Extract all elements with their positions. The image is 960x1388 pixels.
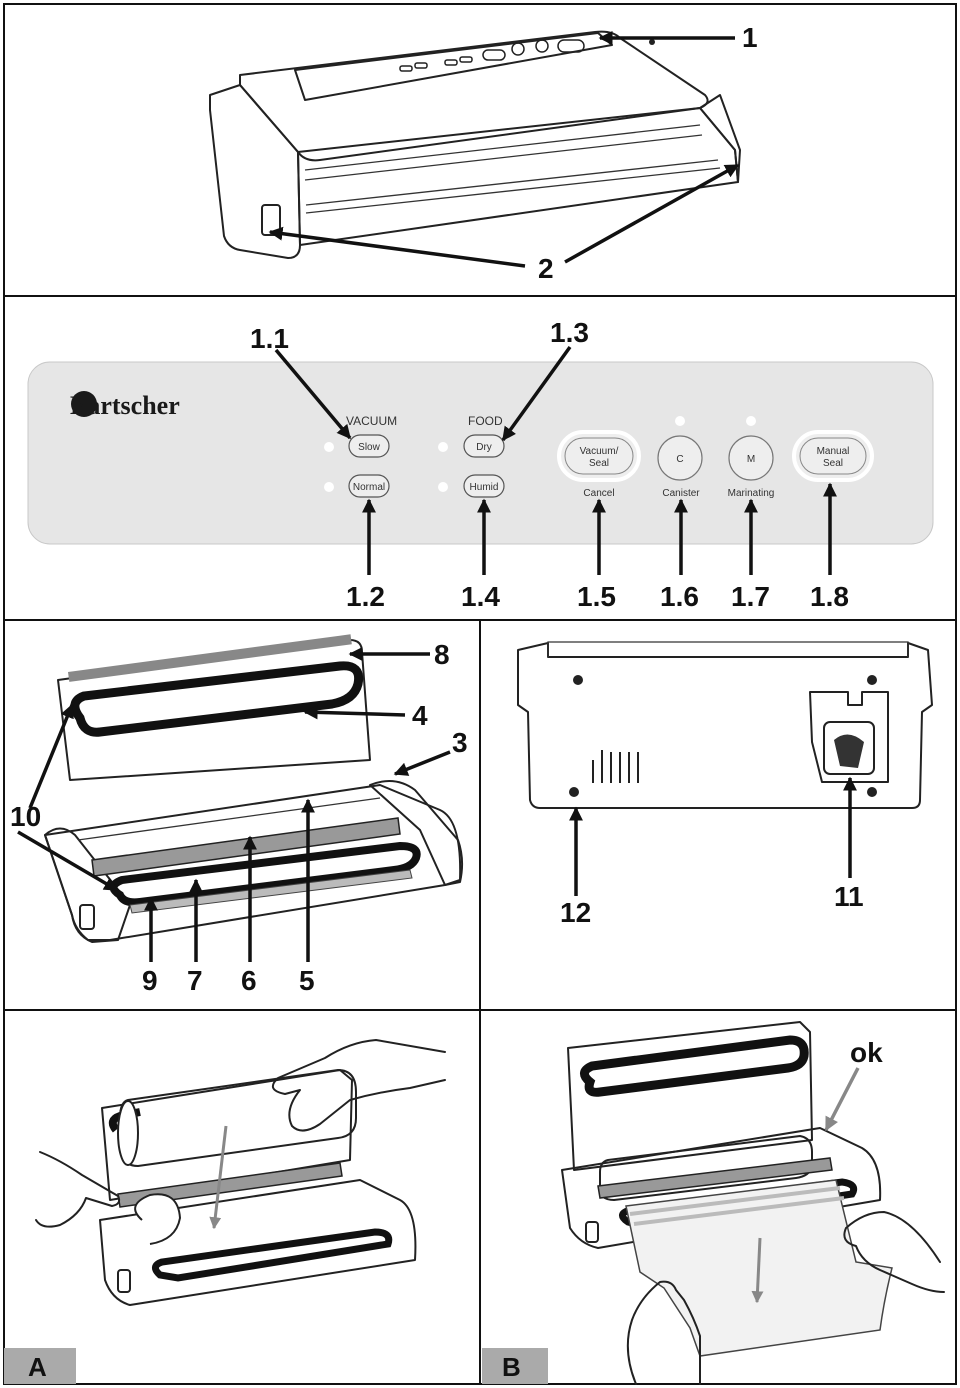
callout-1-6: 1.6 <box>660 581 699 612</box>
step-a-diagram: A <box>4 1039 446 1384</box>
callout-5: 5 <box>299 965 315 996</box>
callout-7: 7 <box>187 965 203 996</box>
step-a-badge <box>4 1348 76 1384</box>
manual-seal-label-2: Seal <box>823 458 843 469</box>
callout-4: 4 <box>412 700 428 731</box>
humid-button[interactable] <box>463 474 505 498</box>
control-panel: Bartscher VACUUM Slow Normal FOOD Dry Hu… <box>27 317 934 612</box>
rear-view-diagram: 12 11 <box>517 641 933 928</box>
callout-1-1: 1.1 <box>250 323 289 354</box>
callout-3: 3 <box>452 727 468 758</box>
callout-2: 2 <box>538 253 554 284</box>
manual-seal-button[interactable] <box>792 430 874 482</box>
slow-button[interactable] <box>348 434 390 458</box>
dry-button[interactable] <box>463 434 505 458</box>
slow-indicator-led <box>324 442 334 452</box>
step-b-label: B <box>502 1352 521 1382</box>
callout-12: 12 <box>560 897 591 928</box>
callout-1: 1 <box>742 22 758 53</box>
canister-label: Canister <box>662 488 700 499</box>
canister-indicator-led <box>675 416 685 426</box>
marinating-indicator-led <box>746 416 756 426</box>
device-overview: 1 2 <box>209 22 758 284</box>
dry-button-label: Dry <box>476 442 492 453</box>
brand-logo: Bartscher <box>70 391 180 420</box>
normal-button-label: Normal <box>353 482 385 493</box>
step-b-badge <box>482 1348 548 1384</box>
food-label: FOOD <box>468 414 503 428</box>
marinating-button[interactable] <box>728 435 774 481</box>
callout-1-2: 1.2 <box>346 581 385 612</box>
vacuum-seal-button[interactable] <box>557 430 641 482</box>
marinating-label: Marinating <box>728 488 775 499</box>
normal-indicator-led <box>324 482 334 492</box>
step-b-diagram: ok B <box>482 1021 945 1385</box>
canister-symbol: C <box>676 454 683 465</box>
normal-button[interactable] <box>348 474 390 498</box>
canister-button[interactable] <box>657 435 703 481</box>
vacuum-label: VACUUM <box>346 414 397 428</box>
humid-button-label: Humid <box>470 482 499 493</box>
marinating-symbol: M <box>747 454 755 465</box>
panel-frame <box>3 3 957 1385</box>
callout-1-5: 1.5 <box>577 581 616 612</box>
manual-seal-label-1: Manual <box>817 446 850 457</box>
callout-11: 11 <box>834 881 864 912</box>
callout-1-8: 1.8 <box>810 581 849 612</box>
callout-8: 8 <box>434 639 450 670</box>
callout-1-3: 1.3 <box>550 317 589 348</box>
cancel-label: Cancel <box>583 488 614 499</box>
callout-1-7: 1.7 <box>731 581 770 612</box>
slow-button-label: Slow <box>358 442 380 453</box>
vacuum-seal-label-1: Vacuum/ <box>580 446 619 457</box>
vacuum-seal-label-2: Seal <box>589 458 609 469</box>
step-a-label: A <box>28 1352 47 1382</box>
callout-1-4: 1.4 <box>461 581 500 612</box>
open-lid-diagram: 8 4 3 10 9 7 6 5 <box>10 634 468 996</box>
dry-indicator-led <box>438 442 448 452</box>
ok-label: ok <box>850 1037 883 1068</box>
callout-10: 10 <box>10 801 41 832</box>
callout-9: 9 <box>142 965 158 996</box>
callout-6: 6 <box>241 965 257 996</box>
brand-text: Bartscher <box>70 391 180 420</box>
humid-indicator-led <box>438 482 448 492</box>
